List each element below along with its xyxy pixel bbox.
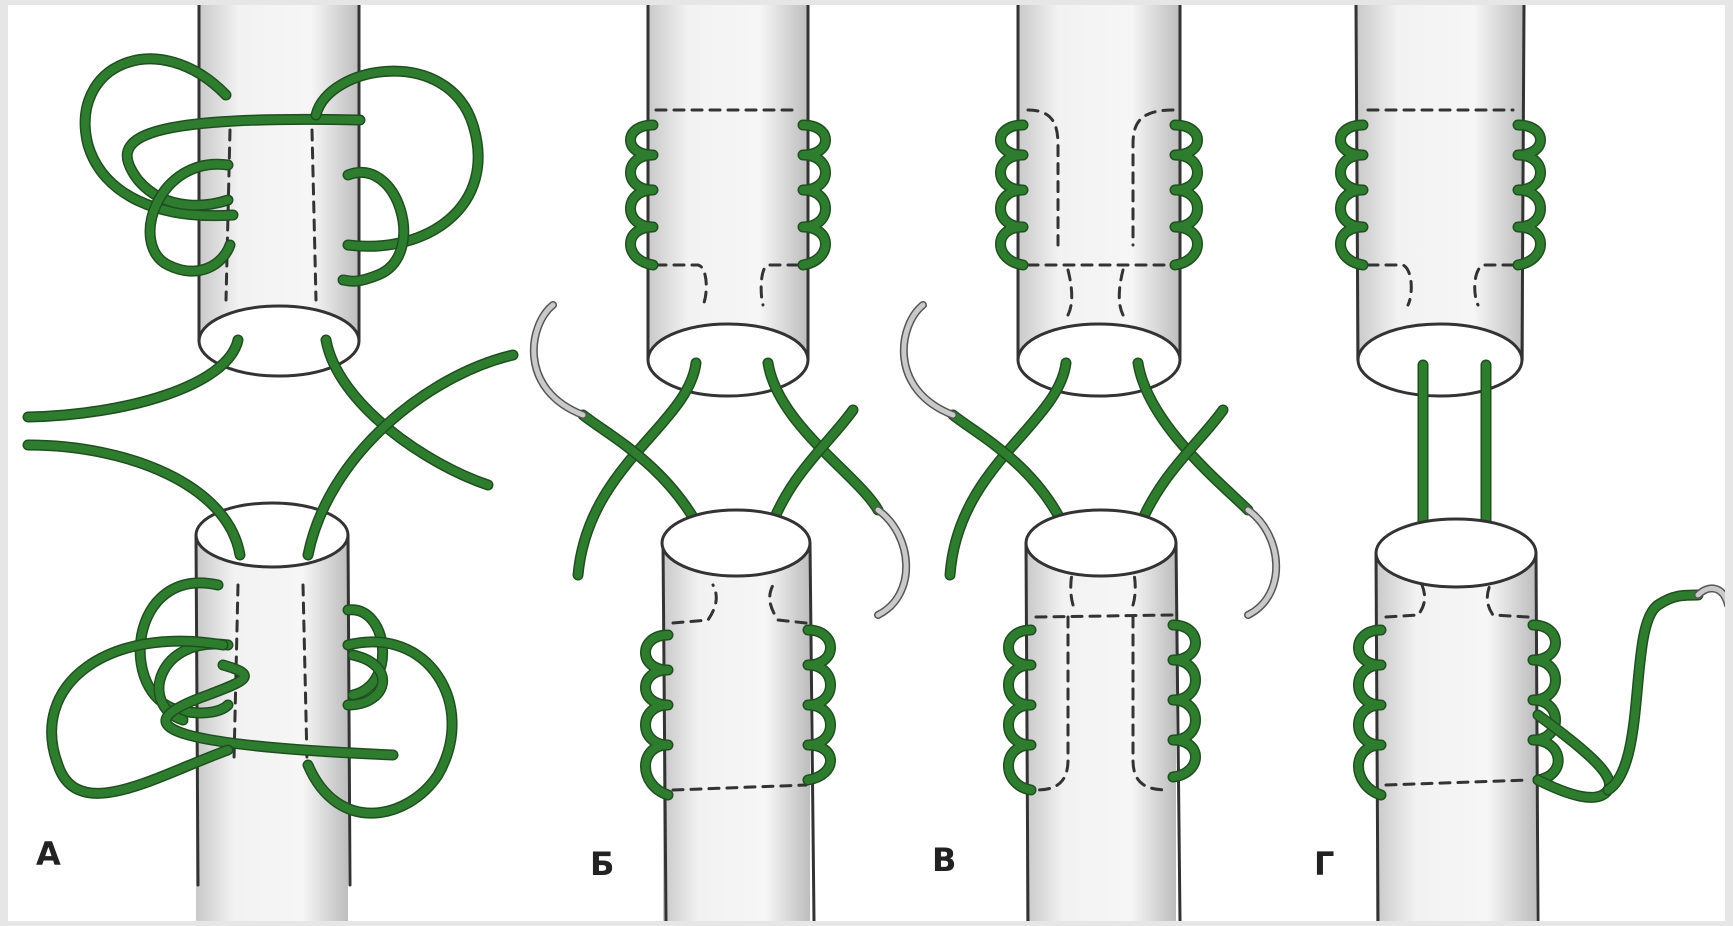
panel-label-a: А	[36, 835, 61, 873]
panel-a-upper-tendon	[199, 5, 359, 376]
figure-canvas: А Б В Г	[8, 5, 1725, 921]
panel-b-lower-tendon	[662, 510, 814, 921]
panel-g-upper-tendon	[1356, 5, 1524, 396]
panel-v	[904, 5, 1276, 921]
panel-v-needle-upper	[904, 305, 953, 415]
panel-label-g: Г	[1314, 845, 1334, 883]
panel-label-v: В	[932, 841, 956, 879]
panel-b-needle-lower	[878, 510, 906, 615]
panel-a	[28, 5, 513, 921]
panel-b	[534, 5, 906, 921]
panel-b-needle-upper	[534, 305, 583, 415]
panel-label-b: Б	[590, 845, 614, 883]
panel-v-needle-lower	[1248, 510, 1276, 615]
panel-b-upper-tendon	[648, 5, 808, 396]
panel-v-upper-tendon	[1018, 5, 1180, 396]
panel-g	[1341, 5, 1726, 921]
panel-g-lower-tendon	[1376, 519, 1538, 921]
panel-v-lower-tendon	[1026, 510, 1180, 921]
tendon-suture-diagram	[8, 5, 1725, 921]
